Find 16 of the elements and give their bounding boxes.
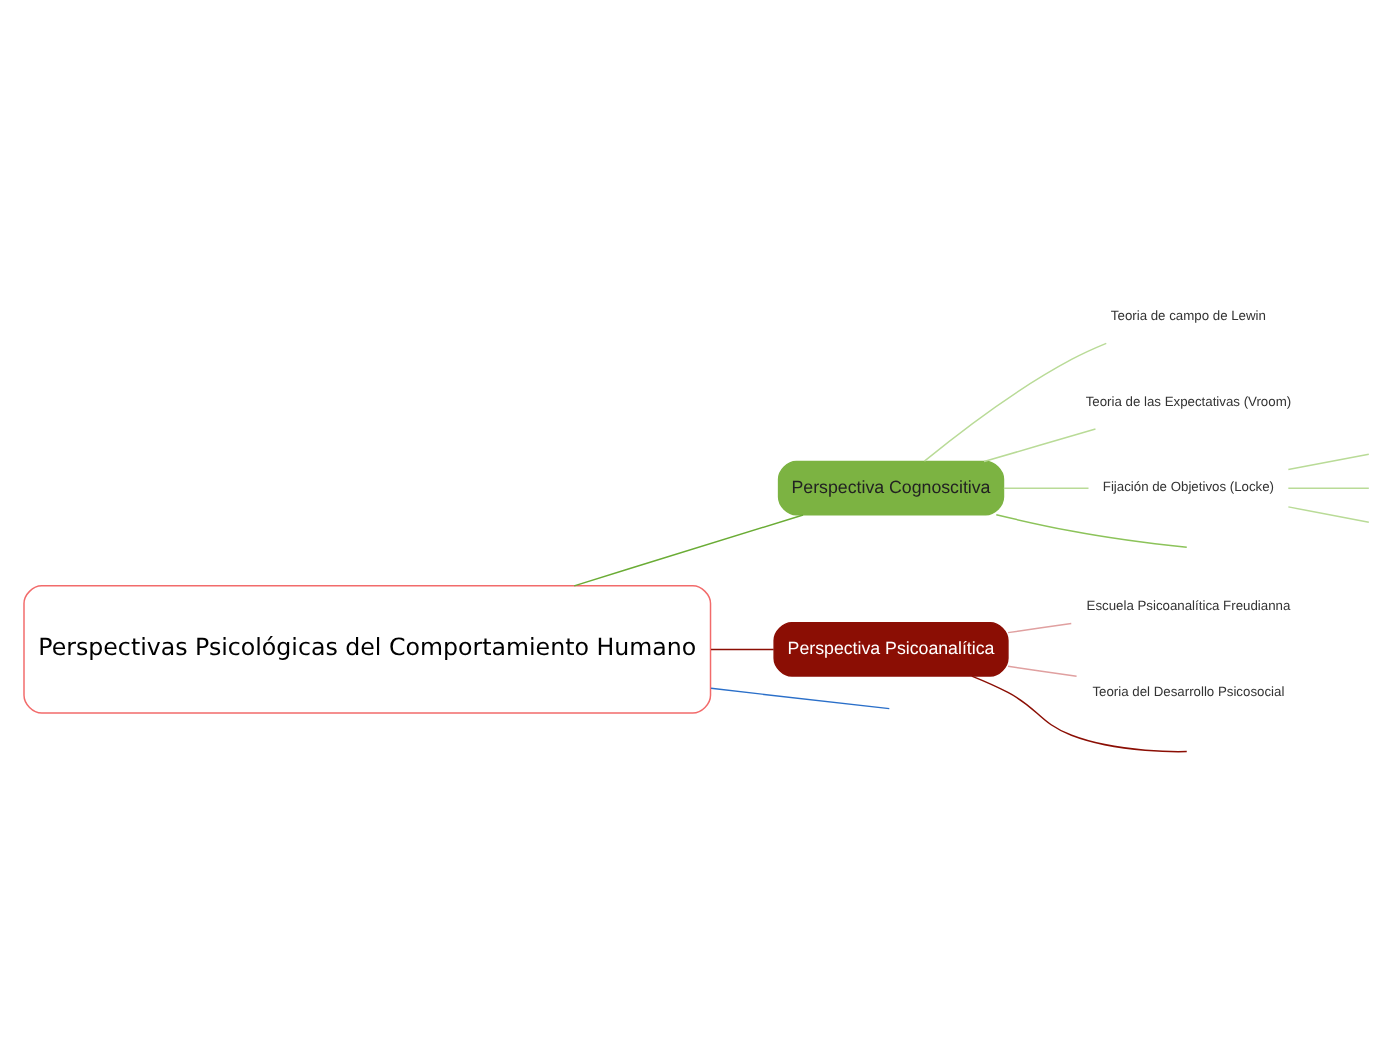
connector <box>1007 664 1078 676</box>
connector <box>1287 452 1370 470</box>
connector <box>573 513 804 586</box>
connector <box>710 686 891 709</box>
connector <box>1003 486 1090 488</box>
connector <box>710 647 775 650</box>
connector <box>995 513 1188 548</box>
connector <box>1287 505 1370 522</box>
connector <box>971 674 1188 752</box>
node-box: Perspectiva Psicoanalítica <box>773 621 1009 676</box>
connector <box>983 427 1097 462</box>
connector <box>923 341 1107 461</box>
node-box: Perspectivas Psicológicas del Comportamiento Humano <box>23 584 712 713</box>
node-box: Perspectiva Cognoscitiva <box>777 459 1005 515</box>
connector <box>1007 621 1072 633</box>
connector <box>1287 486 1370 488</box>
